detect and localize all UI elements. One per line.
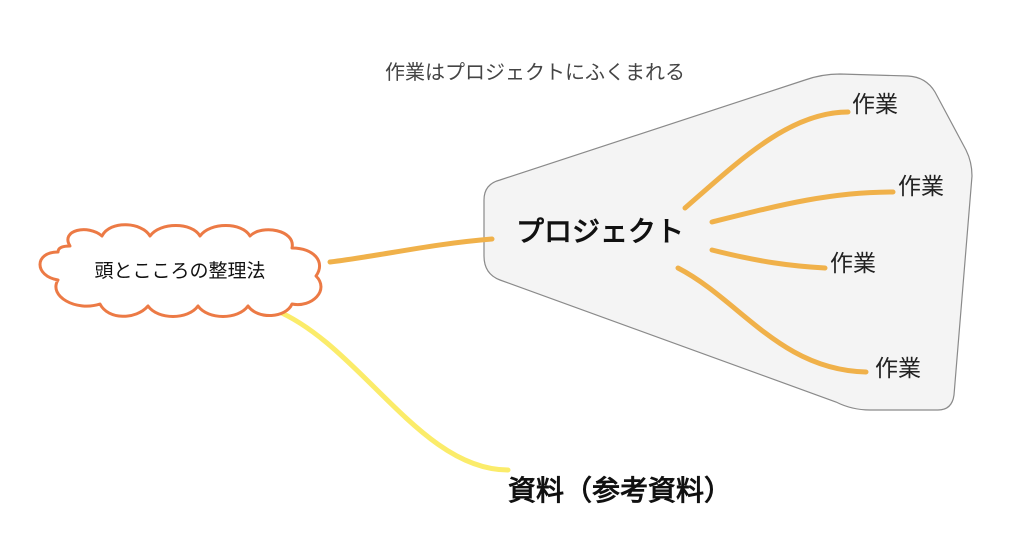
boundary-label: 作業はプロジェクトにふくまれる [385,60,685,84]
branch-central-to-project [327,236,495,265]
branch-project-to-task-1 [682,109,851,211]
central-cloud-shape [38,223,323,318]
project-node[interactable]: プロジェクト [516,215,684,248]
task-node-1[interactable]: 作業 [852,92,898,118]
central-node[interactable]: 頭とこころの整理法 [38,223,323,318]
central-label: 頭とこころの整理法 [94,260,265,282]
reference-node[interactable]: 資料（参考資料） [508,474,732,507]
branch-central-to-reference [272,307,511,473]
branch-project-to-task-4 [675,265,869,375]
branch-project-to-task-3 [709,247,828,271]
project-boundary[interactable] [483,73,973,411]
task-node-2[interactable]: 作業 [898,174,944,200]
task-node-4[interactable]: 作業 [875,356,921,382]
task-node-3[interactable]: 作業 [830,251,876,277]
branch-project-to-task-2 [709,189,896,225]
